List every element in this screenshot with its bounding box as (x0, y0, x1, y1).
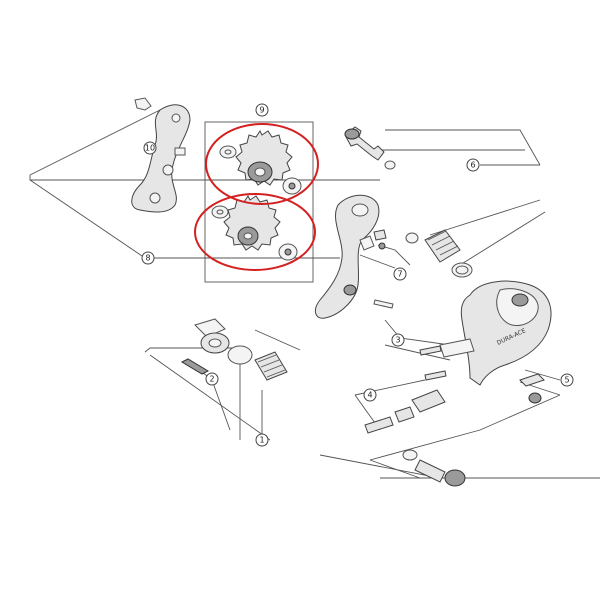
adjust-screws (419, 345, 447, 381)
outer-cage-plate (131, 97, 191, 213)
leader-lines (29, 109, 600, 479)
svg-text:4: 4 (367, 391, 372, 400)
upper-pulley-assembly (219, 130, 302, 195)
svg-text:1: 1 (259, 436, 264, 445)
cable-adjuster (364, 389, 446, 434)
callout-9: 9 (255, 103, 269, 117)
svg-text:9: 9 (259, 106, 264, 115)
inner-cage-plate (314, 194, 380, 319)
mounting-bolt (402, 449, 466, 487)
callout-10: 10 (143, 141, 157, 155)
pivot-bolt-spring (344, 126, 473, 278)
svg-text:2: 2 (209, 375, 214, 384)
svg-text:10: 10 (145, 144, 155, 153)
callout-7: 7 (393, 267, 407, 281)
b-tension-spring-set (194, 318, 288, 381)
highlight-lower-pulley (194, 193, 316, 271)
cage-stop-bolts (373, 229, 394, 309)
highlight-upper-pulley (205, 123, 319, 205)
callout-3: 3 (391, 333, 405, 347)
svg-text:6: 6 (470, 161, 475, 170)
callout-4: 4 (363, 388, 377, 402)
callout-2: 2 (205, 372, 219, 386)
lower-pulley-assembly (211, 195, 298, 261)
small-fixing-bolt (180, 358, 210, 375)
svg-text:3: 3 (395, 336, 400, 345)
svg-text:8: 8 (145, 254, 150, 263)
derailleur-main-body: DURA-ACE (439, 280, 552, 386)
callout-8: 8 (141, 251, 155, 265)
callout-6: 6 (466, 158, 480, 172)
svg-text:5: 5 (564, 376, 569, 385)
svg-text:7: 7 (397, 270, 402, 279)
callout-5: 5 (560, 373, 574, 387)
cable-fixing-bolt (519, 373, 545, 404)
callout-1: 1 (255, 433, 269, 447)
